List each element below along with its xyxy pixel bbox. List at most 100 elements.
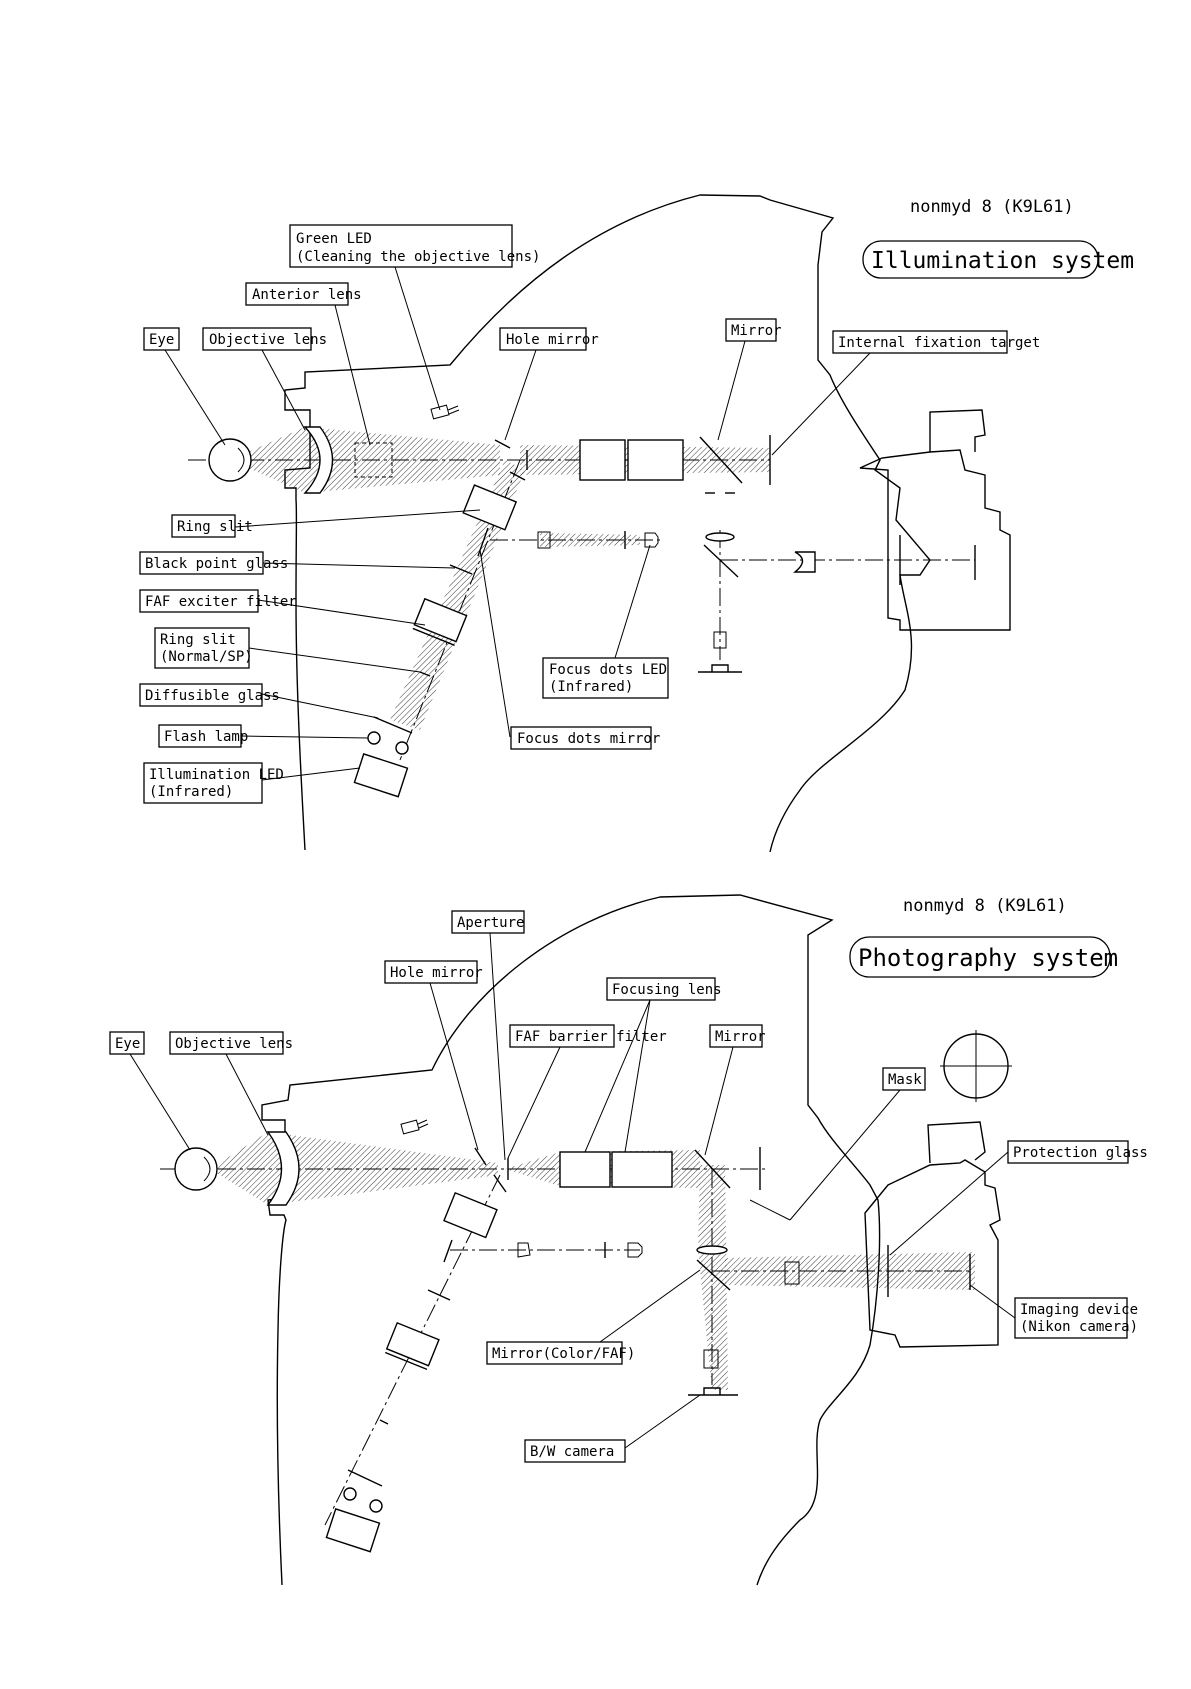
camera-body-outline: [859, 449, 1011, 631]
camera-lens: [793, 551, 816, 573]
illum-led-label-box: [143, 762, 263, 804]
hole-mirror-lower: [509, 471, 526, 481]
faf-barrier-label: FAF barrier filter: [515, 1029, 667, 1045]
imaging-device-label-2: (Nikon camera): [1020, 1319, 1138, 1335]
photo-eye-icon: [174, 1147, 218, 1191]
green-led-label-2: (Cleaning the objective lens): [296, 249, 540, 265]
photo-faf-exciter-shape: [384, 1321, 440, 1371]
faf-exciter-filter-shape: [412, 597, 468, 646]
focus-dots-led-label-1: Focus dots LED: [549, 662, 667, 678]
bw-camera-base: [698, 664, 742, 673]
illum-mirror-label-box: [725, 318, 777, 342]
faf-exciter-label-box: [139, 589, 259, 613]
photo-illumination-led-shape: [325, 1508, 381, 1553]
lower-mirror: [703, 544, 739, 578]
photo-eye-label-box: [109, 1031, 145, 1055]
imaging-device-label-1: Imaging device: [1020, 1302, 1138, 1318]
photo-led-icon: [400, 1119, 429, 1135]
photo-color-faf-mirror: [696, 1259, 731, 1291]
black-point-label: Black point glass: [145, 556, 288, 572]
ring-slit-label-box: [171, 514, 236, 538]
focusing-lens-label: Focusing lens: [612, 982, 722, 998]
ring-slit-np-shape: [419, 671, 431, 677]
aperture-label: Aperture: [457, 915, 524, 931]
photo-eye-label: Eye: [115, 1036, 140, 1052]
illumination-led-shape: [353, 753, 409, 798]
photography-system-diagram: nonmyd 8 (K9L61) Photography system Aper…: [109, 894, 1148, 1586]
illum-eye-label-box: [143, 327, 180, 351]
photo-camera-lens: [784, 1261, 800, 1285]
illum-eye-label: Eye: [149, 332, 174, 348]
illum-title-text: Illumination system: [871, 248, 1134, 274]
illum-model-text: nonmyd 8 (K9L61): [910, 197, 1074, 217]
photo-hole-mirror-label: Hole mirror: [390, 965, 483, 981]
photo-relay-lens: [696, 1245, 728, 1255]
flash-lamp-icon: [367, 731, 381, 745]
photo-title-box: [849, 936, 1111, 978]
objective-lens-shape: [303, 426, 334, 494]
photo-camera-top-outline: [927, 1121, 986, 1164]
photo-ring-slit-shape: [443, 1191, 498, 1239]
hole-mirror-upper: [494, 439, 511, 449]
focus-dots-led-label-box: [542, 657, 669, 699]
photo-bw-camera-base: [688, 1387, 738, 1396]
photo-focus-dots-lens: [517, 1242, 531, 1258]
photo-focusing-lens-1: [559, 1151, 611, 1188]
photo-focus-dots-led-icon: [627, 1242, 643, 1258]
black-point-glass-shape: [449, 564, 473, 575]
camera-top-outline: [929, 409, 986, 452]
housing-outline: [284, 194, 931, 853]
photo-objective-lens-shape: [266, 1131, 300, 1206]
photo-objective-label: Objective lens: [175, 1036, 293, 1052]
illum-title-box: [862, 240, 1099, 279]
diffusible-label-box: [139, 683, 263, 707]
photo-model-text: nonmyd 8 (K9L61): [903, 896, 1067, 916]
diffusible-glass-shape: [373, 716, 413, 734]
photo-vertical-beam: [698, 1165, 728, 1390]
anterior-lens-label: Anterior lens: [252, 287, 362, 303]
illumination-beam: [230, 427, 500, 493]
photo-flash-lamp-icon: [343, 1487, 357, 1501]
ring-slit-np-label-1: Ring slit: [160, 632, 236, 648]
focusing-lens-1: [579, 439, 626, 481]
mask-label-box: [882, 1067, 926, 1091]
aperture-label-box: [451, 910, 525, 934]
photo-mirror-label: Mirror: [715, 1029, 766, 1045]
ring-slit-label: Ring slit: [177, 519, 253, 535]
anterior-lens-label-box: [245, 282, 349, 306]
photo-housing-outline: [261, 894, 881, 1586]
focusing-lens-label-box: [606, 977, 716, 1001]
photo-hole-mirror-upper: [474, 1147, 487, 1166]
focus-dots-lens: [537, 531, 551, 549]
focus-dots-mirror-label-box: [510, 726, 652, 750]
focus-dots-mirror-label: Focus dots mirror: [517, 731, 660, 747]
protection-glass-label: Protection glass: [1013, 1145, 1148, 1161]
illum-led-label-1: Illumination LED: [149, 767, 284, 783]
photo-bw-sensor: [703, 1349, 719, 1369]
mirror-shape: [699, 436, 743, 484]
relay-lens: [705, 532, 735, 542]
eye-cornea: [237, 447, 245, 473]
fixation-target-label-box: [832, 330, 1008, 354]
focus-dots-led-label-2: (Infrared): [549, 679, 633, 695]
mirror-color-faf-label-box: [486, 1341, 623, 1365]
photo-camera-beam: [725, 1252, 975, 1290]
photo-flash-lamp-icon-2: [369, 1499, 383, 1513]
illum-led-label-2: (Infrared): [149, 784, 233, 800]
imaging-device-label-box: [1014, 1297, 1128, 1339]
flash-lamp-label: Flash lamp: [164, 729, 248, 745]
illum-objective-label: Objective lens: [209, 332, 327, 348]
fixation-target-label: Internal fixation target: [838, 335, 1040, 351]
diagonal-beam: [390, 460, 525, 730]
photo-mirror-shape: [694, 1149, 731, 1189]
photo-focusing-lens-2: [611, 1151, 673, 1188]
flash-lamp-icon-2: [395, 741, 409, 755]
focus-dots-beam: [540, 533, 640, 547]
photo-mirror-label-box: [709, 1024, 763, 1048]
illum-mirror-label: Mirror: [731, 323, 782, 339]
diffusible-label: Diffusible glass: [145, 688, 280, 704]
green-led-label-box: [289, 224, 513, 268]
illumination-system-diagram: nonmyd 8 (K9L61) Illumination system Gre…: [139, 194, 1134, 853]
